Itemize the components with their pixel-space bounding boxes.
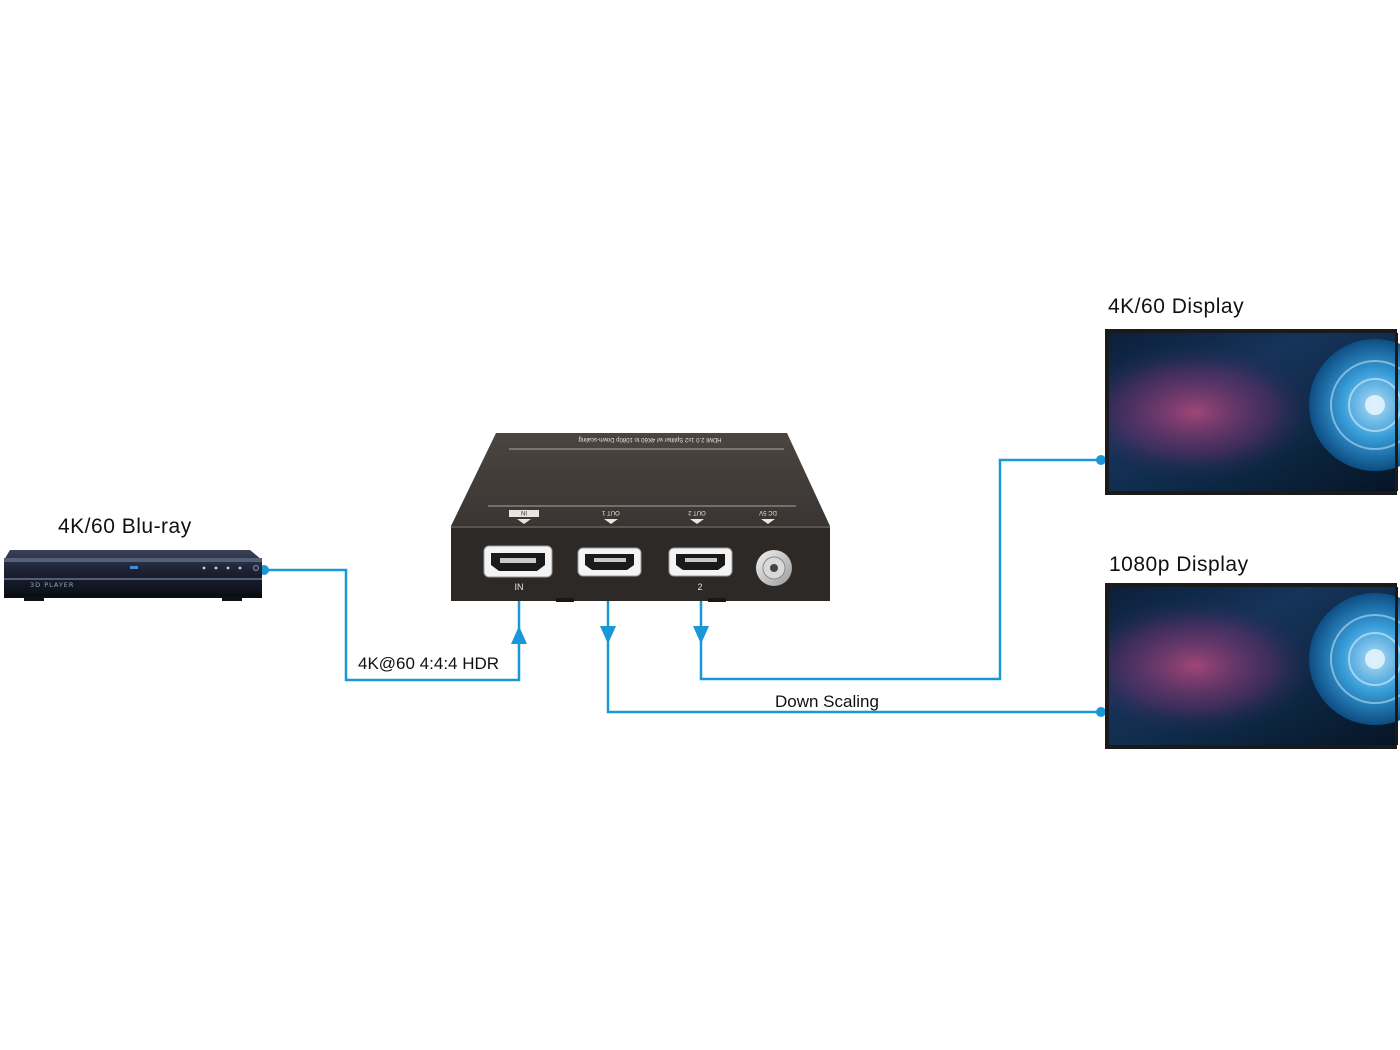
port-label-in: IN <box>521 509 527 515</box>
splitter-top-label: HDMI 2.0 1x2 Splitter w/ 4K60 to 1080p D… <box>578 436 721 442</box>
player-front-text: 3D PLAYER <box>30 581 74 589</box>
wire-out2-to-4k <box>699 458 1101 681</box>
port-label-out2: OUT 2 <box>688 509 706 515</box>
display-4k <box>1105 329 1400 495</box>
display-1080p <box>1105 583 1400 749</box>
out1-arrow-icon <box>600 626 616 644</box>
1080p-connector-dot <box>1096 707 1106 717</box>
hdmi-out1-port <box>577 547 642 577</box>
port-label-dc: DC 5V <box>759 509 777 515</box>
port-sublabel-out2: 2 <box>697 582 702 592</box>
port-labels: IN OUT 1 OUT 2 DC 5V <box>509 509 777 524</box>
dc-power-jack <box>756 550 792 586</box>
flower-image <box>1309 593 1400 725</box>
flower-image <box>1309 339 1400 471</box>
out2-arrow-icon <box>693 626 709 644</box>
hdmi-out2-port <box>668 547 733 577</box>
4k-connector-dot <box>1096 455 1106 465</box>
hdmi-splitter: HDMI 2.0 1x2 Splitter w/ 4K60 to 1080p D… <box>451 433 830 602</box>
display-1080p-title: 1080p Display <box>1109 553 1249 576</box>
hdmi-in-port <box>483 545 553 578</box>
connection-label-downscale: Down Scaling <box>775 692 879 711</box>
connection-label-input: 4K@60 4:4:4 HDR <box>358 654 500 673</box>
source-title: 4K/60 Blu-ray <box>58 515 192 538</box>
in-arrow-icon <box>511 626 527 644</box>
wire-out1-to-1080p <box>606 576 1101 714</box>
wire-source-to-in <box>262 568 521 682</box>
port-label-out1: OUT 1 <box>602 509 620 515</box>
port-sublabel-in: IN <box>515 582 524 592</box>
display-4k-title: 4K/60 Display <box>1108 295 1245 318</box>
bluray-player: 3D PLAYER <box>4 550 262 601</box>
